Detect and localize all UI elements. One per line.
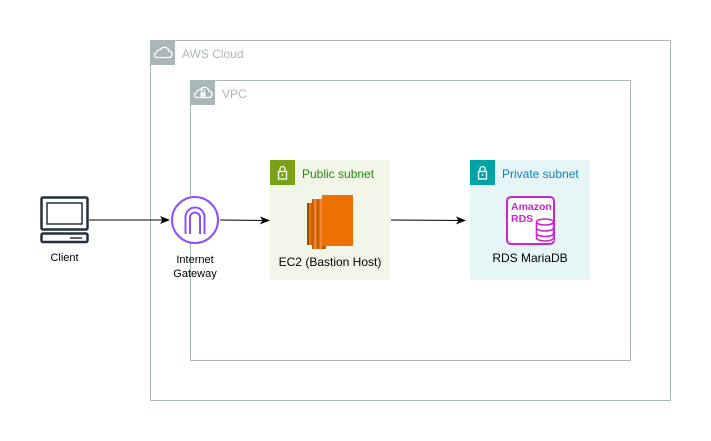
database-cylinder-icon <box>535 218 555 242</box>
internet-gateway-label-line1: Internet <box>176 254 213 266</box>
ec2-label: EC2 (Bastion Host) <box>279 255 382 269</box>
vpc-label: VPC <box>222 87 247 101</box>
lock-icon <box>470 160 495 185</box>
aws-cloud-label: AWS Cloud <box>182 47 244 61</box>
rds-icon-text-line1: Amazon <box>511 201 552 213</box>
internet-gateway-label-line2: Gateway <box>173 268 217 280</box>
ec2-instance-icon <box>307 195 353 249</box>
laptop-icon <box>40 196 89 244</box>
client-label: Client <box>50 252 78 264</box>
aws-cloud-group[interactable]: AWS Cloud <box>150 40 671 401</box>
vpc-cloud-lock-icon <box>190 80 215 105</box>
edges <box>89 216 466 225</box>
private-subnet-label: Private subnet <box>502 167 579 181</box>
rds-node[interactable]: Amazon RDS RDS MariaDB <box>492 196 568 265</box>
internet-gateway-icon <box>171 196 219 244</box>
rds-icon-text-line2: RDS <box>511 213 533 225</box>
client-node[interactable]: Client <box>40 196 89 265</box>
ec2-node[interactable]: EC2 (Bastion Host) <box>279 195 382 269</box>
edge-internet-gateway-to-ec2[interactable] <box>219 216 270 225</box>
amazon-rds-icon: Amazon RDS <box>506 196 555 245</box>
vpc-group[interactable]: VPC <box>190 80 631 361</box>
rds-label: RDS MariaDB <box>492 251 567 265</box>
public-subnet-label: Public subnet <box>302 167 375 181</box>
aws-cloud-icon <box>150 40 175 65</box>
internet-gateway-node[interactable]: Internet Gateway <box>171 196 219 280</box>
edge-ec2-to-rds[interactable] <box>390 216 466 225</box>
lock-icon <box>270 160 295 185</box>
